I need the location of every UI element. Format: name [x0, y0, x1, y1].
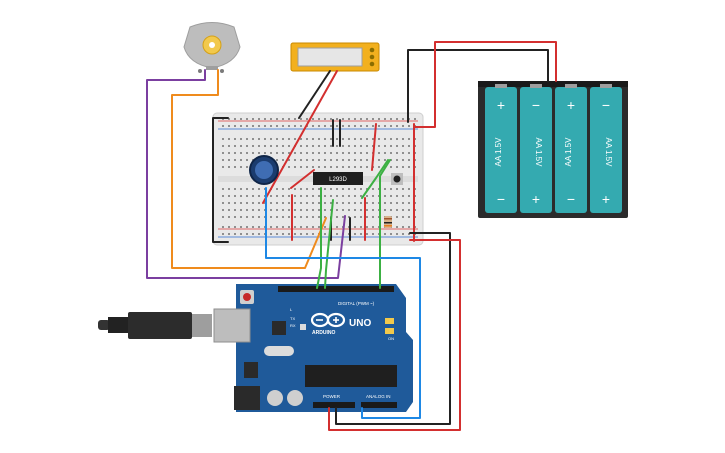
arduino-uno-board: ARDUINO UNO DIGITAL (PWM ~) POWER ANALOG…: [98, 284, 413, 412]
resistor: [384, 216, 392, 228]
battery-bottom-sign: −: [497, 191, 505, 207]
battery-label: AA 1.5V: [534, 138, 543, 168]
battery-cells: + − AA 1.5V − + AA 1.5V + − AA 1.5V − + AA 1.5V: [485, 84, 622, 213]
display-module: [290, 42, 380, 72]
power-jack: [234, 386, 260, 410]
usb-cable: [98, 308, 251, 343]
ic-label: L293D: [329, 177, 347, 183]
battery-cell-1: + − AA 1.5V: [485, 84, 517, 213]
power-header: [313, 402, 355, 408]
led-tx-label: TX: [290, 316, 295, 321]
wire-signal-green-1: [316, 187, 322, 289]
wire-gnd-black: [335, 232, 451, 425]
wire-5v-red: [328, 239, 461, 431]
push-button: [391, 173, 403, 185]
battery-bottom-sign: +: [602, 191, 610, 207]
power-header-label: POWER: [323, 394, 341, 399]
digital-header: [278, 286, 394, 292]
wire-blue: [265, 187, 421, 419]
wire-signal-green-2: [324, 199, 334, 289]
analog-header-label: ANALOG IN: [366, 394, 391, 399]
battery-label: AA 1.5V: [564, 137, 573, 167]
battery-bottom-sign: +: [532, 191, 540, 207]
l293d-chip: L293D: [313, 172, 363, 185]
atmega-chip: [305, 365, 397, 387]
wire-battery-black: [407, 49, 549, 123]
potentiometer: [249, 155, 279, 185]
wire-motor-purple: [146, 69, 346, 279]
arduino-brand: ARDUINO: [312, 330, 335, 336]
wire-display-red: [262, 70, 338, 204]
wire-motor-orange: [171, 69, 327, 269]
arduino-model: UNO: [349, 318, 371, 329]
battery-top-sign: +: [497, 97, 505, 113]
led-on-label: ON: [388, 336, 394, 341]
led-rx-label: RX: [290, 323, 296, 328]
arduino-logo: [310, 312, 346, 328]
dc-motor: [183, 22, 241, 73]
led-l-label: L: [290, 307, 293, 312]
wire-signal-green-3: [379, 159, 391, 289]
wire-battery-red: [414, 41, 557, 128]
battery-cell-4: − + AA 1.5V: [590, 84, 622, 213]
battery-top-sign: −: [602, 97, 610, 113]
digital-header-label: DIGITAL (PWM ~): [338, 301, 375, 306]
jumper-green-1: [361, 159, 389, 199]
wire-display-black: [298, 70, 331, 119]
battery-label: AA 1.5V: [604, 138, 613, 168]
analog-header: [361, 402, 397, 408]
battery-label: AA 1.5V: [494, 137, 503, 167]
jumper-red-2: [371, 123, 377, 171]
wires: [146, 41, 557, 431]
battery-top-sign: −: [532, 97, 540, 113]
jumper-red-1: [290, 169, 315, 189]
battery-cell-3: + − AA 1.5V: [555, 84, 587, 213]
wire-rail-black: [212, 117, 229, 243]
battery-top-sign: +: [567, 97, 575, 113]
battery-cell-2: − + AA 1.5V: [520, 84, 552, 213]
battery-bottom-sign: −: [567, 191, 575, 207]
